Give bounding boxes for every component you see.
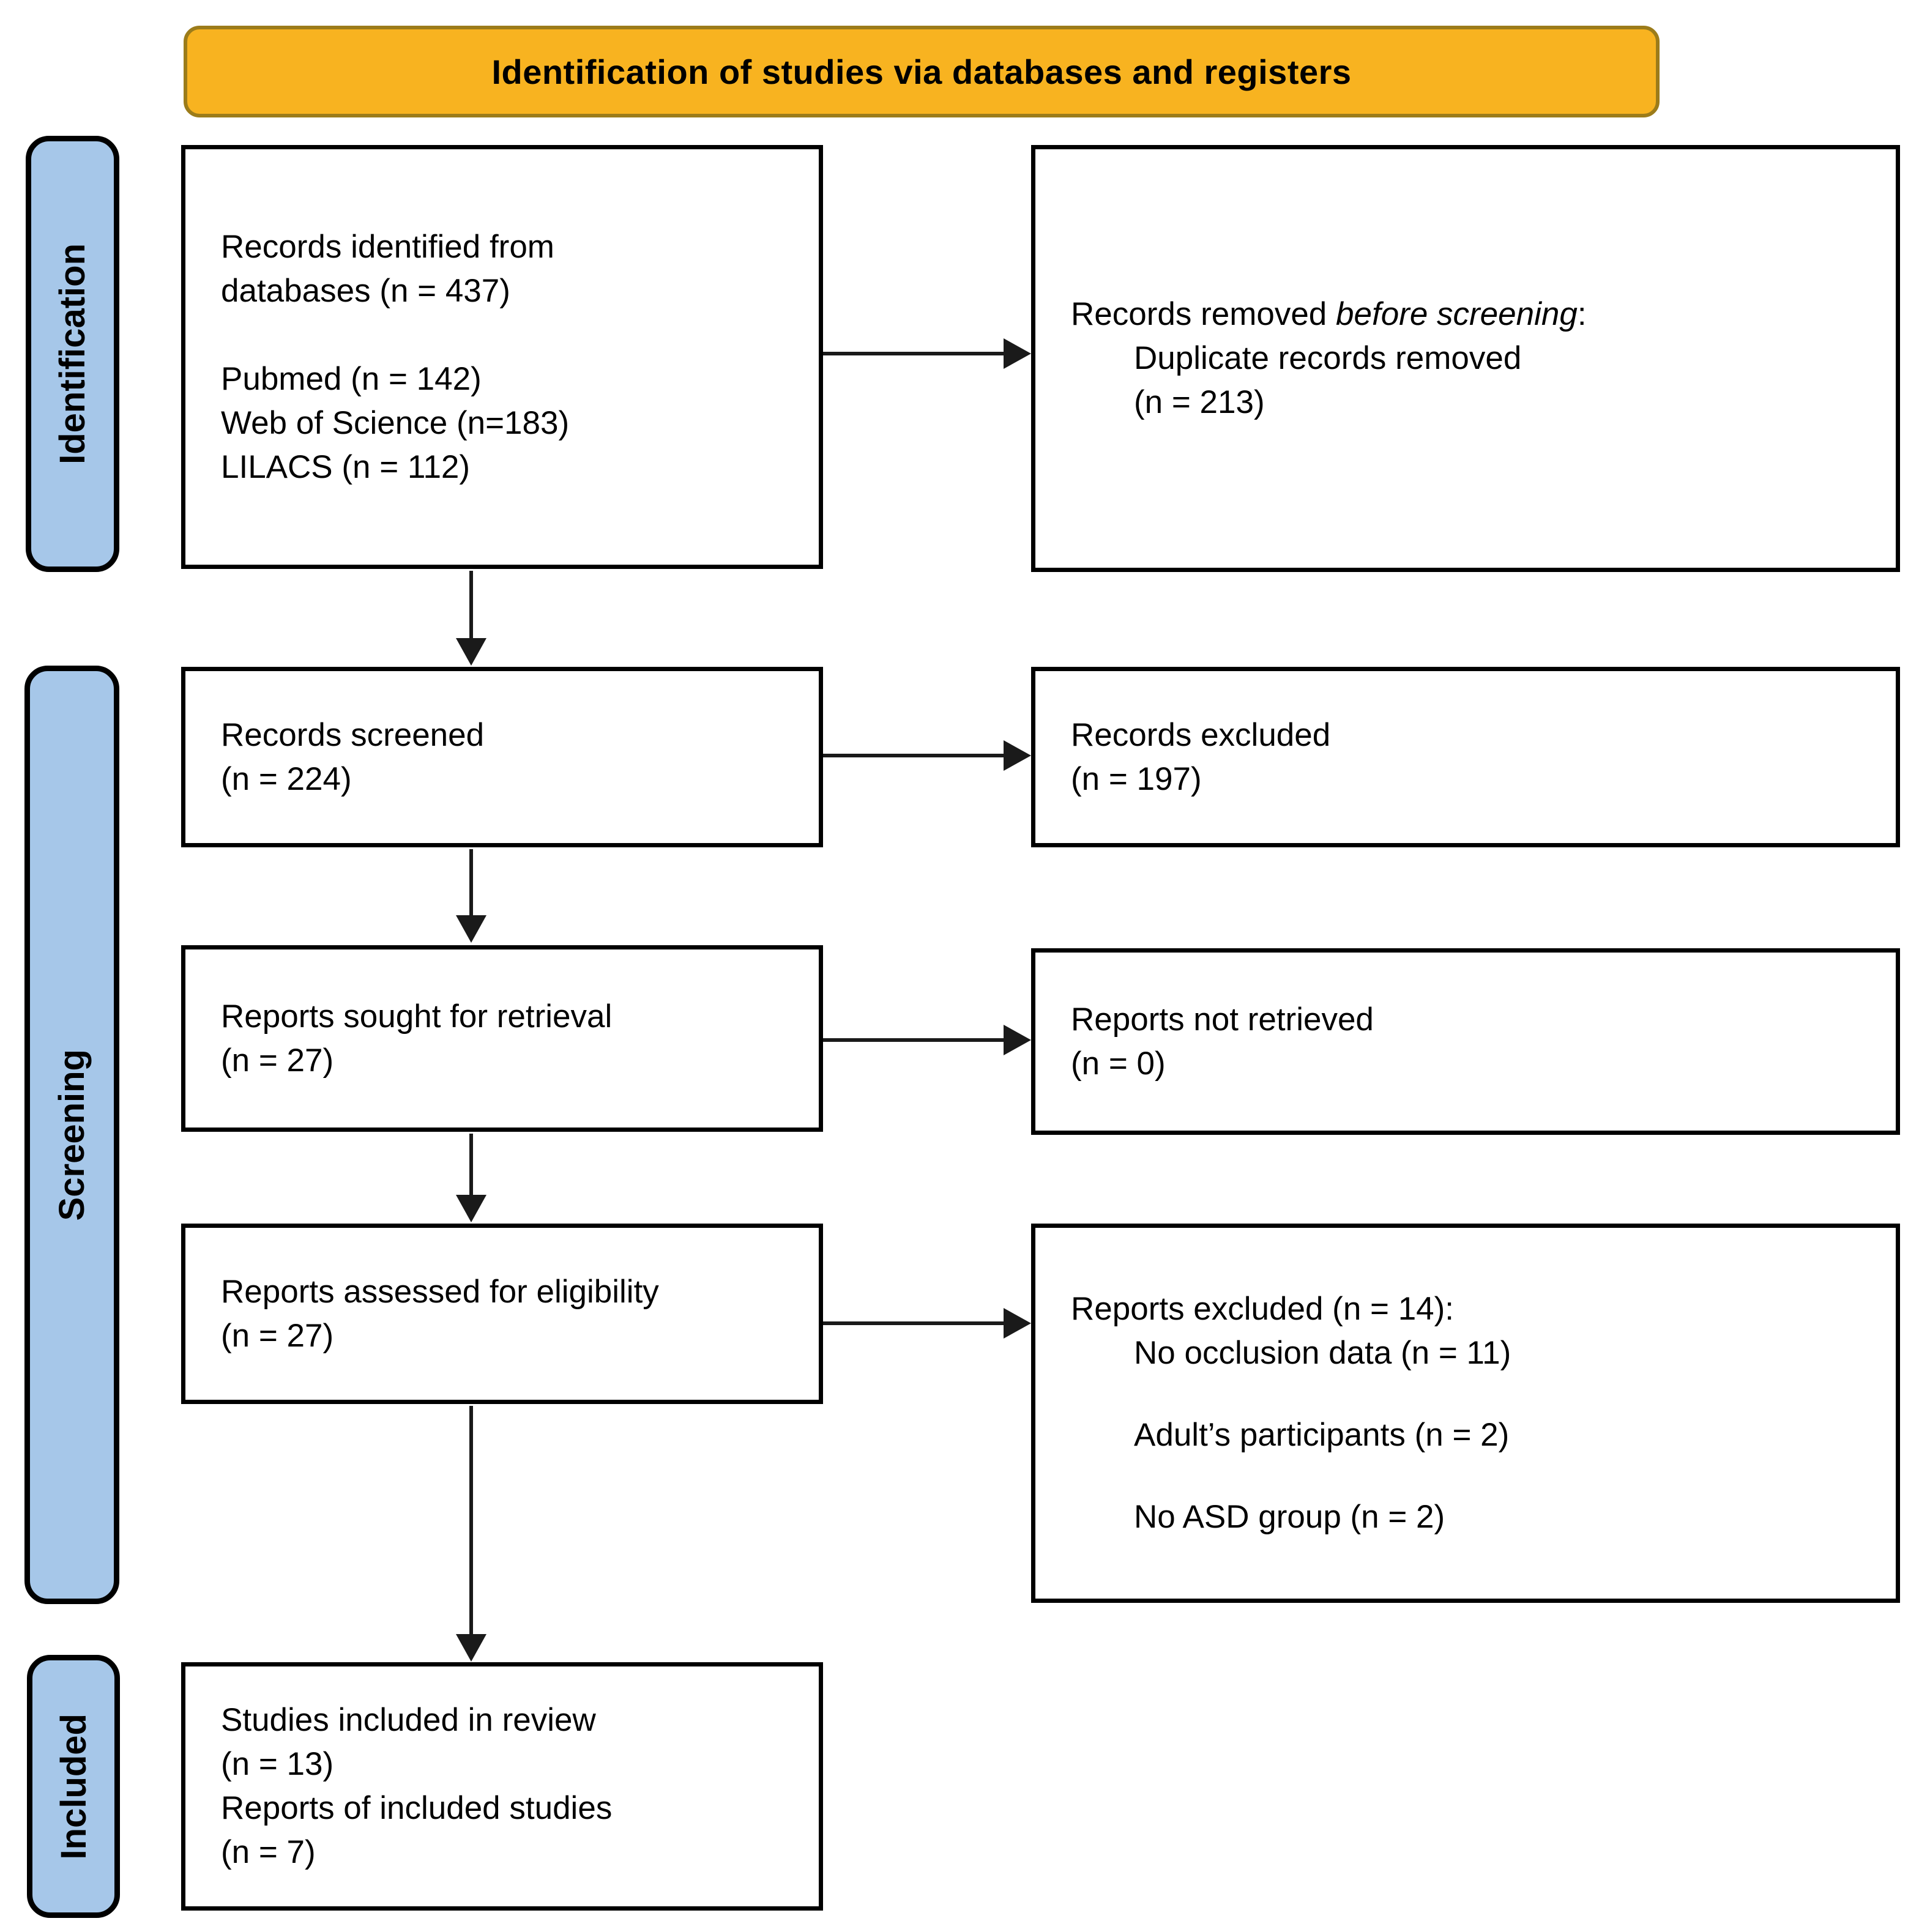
records-identified-line: databases (n = 437) [221, 272, 510, 309]
stage-identification: Identification [26, 136, 119, 572]
records-identified-line: Records identified from [221, 228, 554, 265]
reports-excluded-reason: No occlusion data (n = 11) [1134, 1335, 1511, 1371]
stage-identification-label: Identification [53, 243, 92, 464]
records-identified-source: Pubmed (n = 142) [221, 360, 482, 397]
box-reports-assessed: Reports assessed for eligibility (n = 27… [181, 1224, 823, 1404]
records-removed-prefix: Records removed [1071, 296, 1336, 332]
reports-sought-line: (n = 27) [221, 1042, 334, 1079]
reports-assessed-line: (n = 27) [221, 1317, 334, 1354]
studies-included-line: Reports of included studies [221, 1790, 613, 1826]
records-removed-emphasis: before screening [1336, 296, 1578, 332]
reports-excluded-reason: No ASD group (n = 2) [1134, 1499, 1445, 1535]
records-identified-source: LILACS (n = 112) [221, 448, 471, 485]
records-screened-line: (n = 224) [221, 760, 352, 797]
title-banner: Identification of studies via databases … [184, 26, 1660, 117]
arrow-screened-to-excluded [823, 754, 1004, 757]
records-removed-detail: Duplicate records removed [1134, 340, 1522, 376]
records-removed-detail: (n = 213) [1134, 384, 1265, 420]
stage-screening-label: Screening [52, 1049, 92, 1221]
box-reports-sought: Reports sought for retrieval (n = 27) [181, 945, 823, 1132]
box-records-removed: Records removed before screening: Duplic… [1031, 145, 1900, 572]
banner-title: Identification of studies via databases … [491, 52, 1352, 91]
arrow-assessed-to-excluded [823, 1321, 1004, 1325]
records-excluded-line: Records excluded [1071, 716, 1331, 753]
reports-not-retrieved-line: (n = 0) [1071, 1045, 1166, 1082]
records-screened-line: Records screened [221, 716, 485, 753]
arrow-assessed-to-included [469, 1406, 473, 1634]
box-records-identified: Records identified from databases (n = 4… [181, 145, 823, 569]
studies-included-line: (n = 7) [221, 1834, 316, 1870]
stage-screening: Screening [24, 666, 119, 1604]
reports-excluded-header: Reports excluded (n = 14): [1071, 1291, 1455, 1327]
arrow-identified-to-screened [469, 571, 473, 638]
records-excluded-line: (n = 197) [1071, 760, 1202, 797]
stage-included: Included [27, 1655, 120, 1918]
reports-excluded-reason: Adult’s participants (n = 2) [1134, 1417, 1510, 1453]
blank-line [221, 313, 800, 357]
records-removed-header: Records removed before screening: [1071, 292, 1877, 336]
arrow-identified-to-removed [823, 352, 1004, 355]
reports-assessed-line: Reports assessed for eligibility [221, 1273, 659, 1310]
box-records-screened: Records screened (n = 224) [181, 667, 823, 847]
box-reports-excluded: Reports excluded (n = 14): No occlusion … [1031, 1224, 1900, 1603]
arrow-sought-to-assessed [469, 1134, 473, 1195]
records-removed-suffix: : [1577, 296, 1587, 332]
reports-sought-line: Reports sought for retrieval [221, 998, 613, 1035]
arrow-sought-to-not-retrieved [823, 1038, 1004, 1042]
stage-included-label: Included [53, 1713, 94, 1860]
box-studies-included: Studies included in review (n = 13) Repo… [181, 1662, 823, 1911]
reports-not-retrieved-line: Reports not retrieved [1071, 1001, 1374, 1038]
box-records-excluded: Records excluded (n = 197) [1031, 667, 1900, 847]
records-identified-source: Web of Science (n=183) [221, 404, 570, 441]
studies-included-line: Studies included in review [221, 1702, 596, 1738]
box-reports-not-retrieved: Reports not retrieved (n = 0) [1031, 948, 1900, 1135]
studies-included-line: (n = 13) [221, 1746, 334, 1782]
arrow-screened-to-sought [469, 849, 473, 915]
